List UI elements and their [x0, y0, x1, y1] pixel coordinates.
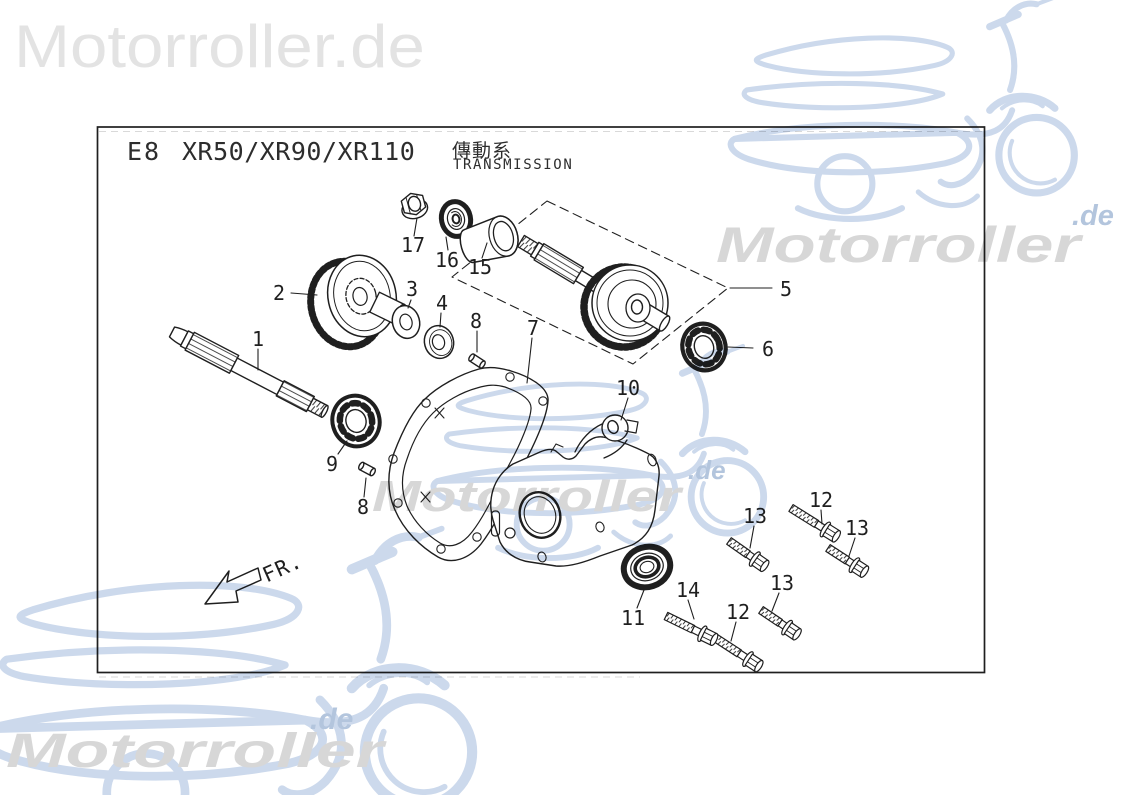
callout-part-10: 10	[615, 376, 641, 400]
part-1-drive-shaft	[168, 326, 329, 418]
part-14-bolt	[661, 607, 721, 649]
callout-part-8-lower: 8	[356, 495, 370, 519]
part-8-dowel-pin-upper	[468, 353, 486, 369]
part-6-bearing	[680, 321, 728, 373]
callout-part-13-right: 13	[844, 516, 870, 540]
diagram-title-cjk: 傳動系	[452, 140, 513, 162]
callout-part-6: 6	[761, 337, 775, 361]
callout-part-3: 3	[405, 277, 419, 301]
callout-part-9: 9	[325, 452, 339, 476]
callout-part-8-upper: 8	[469, 309, 483, 333]
callout-part-16: 16	[434, 248, 460, 272]
part-13-bolt-right	[822, 540, 872, 581]
callout-part-2: 2	[272, 281, 286, 305]
part-13-bolt-bottom	[755, 602, 805, 644]
callout-part-14: 14	[675, 578, 701, 602]
part-9-bearing	[330, 393, 382, 449]
callout-part-15: 15	[467, 255, 493, 279]
part-8-dowel-pin-lower	[357, 461, 377, 477]
part-5-countershaft-assembly	[451, 200, 729, 365]
part-17-nut	[400, 192, 429, 220]
part-3-washer	[391, 304, 421, 340]
callout-part-13-left: 13	[742, 504, 768, 528]
part-11-oil-seal	[620, 543, 674, 591]
callout-part-17: 17	[400, 233, 426, 257]
callout-part-4: 4	[435, 291, 449, 315]
part-4-washer	[423, 324, 455, 360]
model-names: XR50/XR90/XR110	[182, 137, 416, 166]
part-2-final-gear	[307, 254, 407, 351]
diagram-frame-border	[96, 126, 986, 674]
callout-part-1: 1	[251, 327, 265, 351]
callout-part-12-upper: 12	[808, 488, 834, 512]
callout-part-5: 5	[779, 277, 793, 301]
callout-part-11: 11	[620, 606, 646, 630]
section-code: E8	[127, 137, 162, 166]
callout-part-12-lower: 12	[725, 600, 751, 624]
part-16-drive-plate	[438, 199, 474, 239]
part-13-bolt-left	[723, 533, 773, 576]
callout-part-7: 7	[526, 316, 540, 340]
diagram-title-en: TRANSMISSION	[453, 157, 574, 173]
callout-part-13-bottom: 13	[769, 571, 795, 595]
part-15-bushing	[459, 215, 519, 264]
fr-direction-arrow	[204, 567, 262, 605]
